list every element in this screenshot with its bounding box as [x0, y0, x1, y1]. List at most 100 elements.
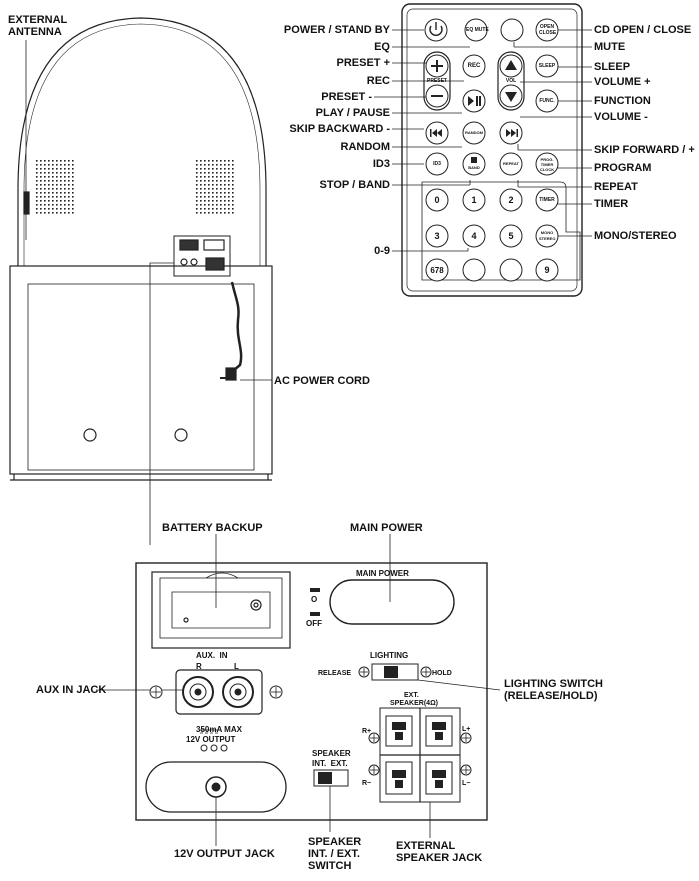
timer-button-text: TIMER [539, 197, 555, 203]
panel-leader-lines [96, 534, 501, 846]
random-button-text: RANDOM [465, 130, 483, 135]
speaker-switch-body [313, 769, 349, 787]
timer-label: TIMER [594, 198, 629, 210]
function-button [535, 89, 559, 113]
skip-back-label: SKIP BACKWARD - [289, 123, 390, 135]
sleep-button [535, 54, 559, 78]
program-button [535, 152, 559, 176]
stop-icon [471, 157, 477, 163]
r-minus-printed: R− [362, 780, 372, 787]
digits-label: 0-9 [374, 245, 390, 257]
digit-3-text: 3 [434, 231, 440, 241]
int-ext-printed: INT. EXT. [312, 759, 348, 768]
digit-1-text: 1 [471, 195, 477, 205]
skip-forward-label: SKIP FORWARD / + [594, 144, 695, 156]
speaker-switch-callout-3: SWITCH [308, 860, 352, 872]
random-button [462, 121, 486, 145]
battery-backup-callout: BATTERY BACKUP [162, 522, 263, 534]
speaker-printed: SPEAKER [312, 749, 351, 758]
id3-button-text: ID3 [433, 161, 441, 167]
digit-0-text: 0 [434, 195, 440, 205]
lighting-printed: LIGHTING [370, 651, 409, 660]
unit-back-view [9, 17, 273, 545]
external-antenna-label-1: EXTERNAL [8, 14, 68, 26]
cd-open-close-label: CD OPEN / CLOSE [594, 24, 692, 36]
l-minus-printed: L− [462, 780, 471, 787]
digit-3-button [425, 224, 449, 248]
eq-mute-button-text: EQ MUTE [466, 27, 489, 33]
sleep-button-text: SLEEP [538, 63, 556, 69]
l-plus-printed: L+ [462, 726, 471, 733]
remote-leader-lines-right [513, 29, 592, 237]
skip-forward-icon [506, 129, 516, 137]
speaker-switch-callout-1: SPEAKER [308, 836, 362, 848]
release-printed: RELEASE [318, 670, 352, 677]
play-pause-label: PLAY / PAUSE [315, 107, 390, 119]
left-speaker-grille [36, 160, 74, 214]
external-speaker-jack-callout-2: SPEAKER JACK [396, 852, 483, 864]
func-button-text: FUNC. [539, 98, 555, 104]
program-label: PROGRAM [594, 162, 652, 174]
timer-button [535, 188, 559, 212]
digit-4-button [462, 224, 486, 248]
external-speaker-jack-callout-1: EXTERNAL [396, 840, 456, 852]
remote-button-icons [429, 22, 443, 97]
r-plus-printed: R+ [362, 728, 372, 735]
power-label: POWER / STAND BY [283, 24, 390, 36]
battery-compartment [151, 571, 291, 649]
main-power-switch [329, 579, 455, 625]
mono-stereo-button-text: MONO STEREO [539, 230, 556, 241]
id3-button [425, 152, 449, 176]
aux-in-jack-callout: AUX IN JACK [36, 684, 107, 696]
aux-in-jack-block [175, 669, 263, 715]
digit-4-text: 4 [471, 231, 477, 241]
right-speaker-grille [196, 160, 234, 214]
up-triangle-icon [505, 60, 517, 70]
digit-5-button [499, 224, 523, 248]
stop-band-button-text: BAND [468, 165, 480, 170]
volume-minus-label: VOLUME - [594, 111, 648, 123]
blank-button-3 [499, 258, 523, 282]
ac-cord [230, 281, 243, 371]
digit-5-text: 5 [508, 231, 514, 241]
ext-printed: EXT. [404, 692, 419, 699]
external-antenna-label-2: ANTENNA [8, 26, 62, 38]
cd-open-close-button [535, 18, 559, 42]
aux-r-printed: R [196, 662, 202, 671]
speaker-switch-callout-2: INT. / EXT. [308, 848, 360, 860]
digit-1-button [462, 188, 486, 212]
digit-678-text: 678 [430, 266, 444, 275]
skip-back-icon [432, 129, 442, 137]
volume-plus-label: VOLUME + [594, 76, 651, 88]
repeat-button-text: REPEAT [503, 161, 519, 166]
function-label: FUNCTION [594, 95, 651, 107]
main-power-printed: MAIN POWER [356, 569, 409, 578]
cd-button-text: OPEN CLOSE [539, 24, 557, 36]
power-icon [429, 25, 443, 36]
rear-panel [135, 562, 488, 821]
digit-2-text: 2 [508, 195, 514, 205]
main-power-callout: MAIN POWER [350, 522, 423, 534]
repeat-label: REPEAT [594, 181, 638, 193]
digit-0-button [425, 188, 449, 212]
speaker-ohm-printed: SPEAKER(4Ω) [390, 700, 439, 707]
digit-678-button [425, 258, 449, 282]
repeat-button [499, 152, 523, 176]
lighting-switch-callout-2: (RELEASE/HOLD) [504, 690, 598, 702]
output-rating-printed: 350mA MAX [196, 725, 242, 734]
ac-power-cord-label: AC POWER CORD [274, 375, 370, 387]
hold-printed: HOLD [432, 670, 452, 677]
unit-lower-cabinet [9, 265, 273, 475]
blank-button-2 [462, 258, 486, 282]
output-jack-callout: 12V OUTPUT JACK [174, 848, 275, 860]
preset-minus-label: PRESET - [321, 91, 372, 103]
vol-button-text: VOL [505, 78, 517, 84]
lighting-switch-body [371, 663, 419, 681]
rec-button-text: REC [467, 63, 481, 69]
lighting-switch-callout-1: LIGHTING SWITCH [504, 678, 603, 690]
sleep-label: SLEEP [594, 61, 631, 73]
aux-l-printed: L [234, 662, 239, 671]
mute-label: MUTE [594, 41, 626, 53]
off-printed: OFF [306, 619, 322, 628]
